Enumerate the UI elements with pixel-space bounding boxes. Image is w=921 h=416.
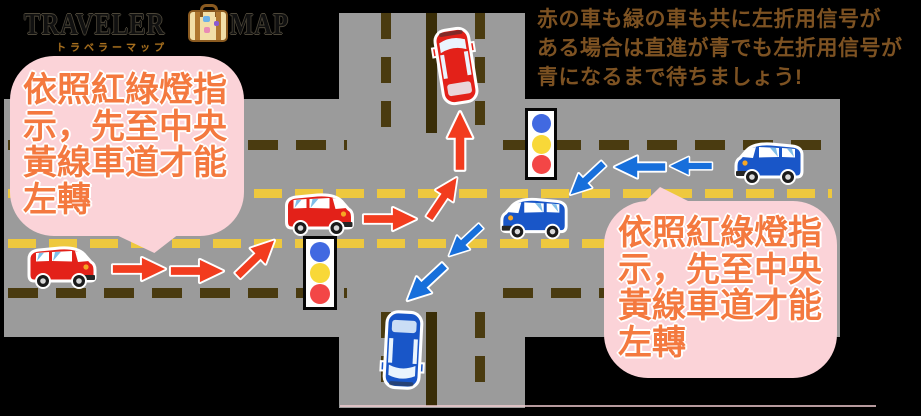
bubble-text-line: 示，先至中央 [618, 250, 822, 289]
bubble-text-line: 黃線車道才能 [618, 287, 822, 325]
bubble-text-line: 依照紅綠燈指 [23, 71, 227, 109]
vcenter-line-top [426, 13, 437, 133]
vcenter-line-bottom [426, 312, 437, 406]
red-van-start [27, 246, 97, 289]
logo-text-right: MAP [230, 6, 290, 41]
red-route-arrow-6-up [444, 109, 476, 173]
bubble-text-line: 左轉 [618, 323, 686, 362]
bubble-text-line: 示，先至中央 [23, 107, 227, 146]
traffic-light-red-lamp [531, 155, 551, 174]
logo-text-left: TRAVELER [24, 6, 166, 41]
vlane-dash-top-left [381, 13, 391, 128]
speech-bubble-left: 依照紅綠燈指 示，先至中央 黃線車道才能 左轉 [10, 56, 244, 236]
red-route-arrow-1 [110, 254, 168, 284]
red-van-turned-north [430, 26, 479, 106]
traffic-light-left [303, 236, 337, 310]
traffic-light-blue-lamp [310, 242, 330, 262]
center-yellow-line-lower [8, 239, 832, 248]
bubble-text-line: 依照紅綠燈指 [618, 214, 822, 252]
traffic-light-right [525, 108, 557, 180]
red-route-arrow-4 [361, 204, 419, 234]
traffic-light-red-lamp [310, 284, 330, 304]
japanese-note-line: ある場合は直進が青でも左折用信号が [537, 37, 903, 60]
blue-van-turned-south [379, 310, 425, 390]
vlane-dash-bottom-right [475, 312, 485, 400]
traffic-light-blue-lamp [531, 114, 551, 133]
logo-subtitle: トラベラーマップ [56, 43, 168, 54]
lane-line-dark-top-right [503, 140, 830, 150]
blue-route-arrow-2 [612, 152, 668, 182]
japanese-note-line: 青になるまで待ちましょう! [537, 66, 803, 89]
japanese-note-line: 赤の車も緑の車も共に左折用信号が [537, 8, 881, 31]
traffic-light-yellow-lamp [531, 134, 551, 154]
blue-van-center [500, 197, 568, 240]
red-route-arrow-2 [168, 256, 226, 286]
bottom-edge-line [340, 405, 876, 407]
blue-van-right [734, 142, 804, 185]
lane-line-dark-bottom-left [8, 288, 347, 298]
center-yellow-line-upper [8, 189, 832, 198]
speech-bubble-right: 依照紅綠燈指 示，先至中央 黃線車道才能 左轉 [604, 201, 837, 378]
blue-route-arrow-1 [668, 152, 714, 180]
traveler-map-logo: TRAVELER MAP [24, 4, 304, 42]
bubble-text-line: 左轉 [23, 180, 91, 219]
bubble-text-line: 黃線車道才能 [23, 144, 227, 182]
vlane-dash-top-right [475, 13, 485, 125]
suitcase-icon [188, 4, 229, 42]
japanese-note: 赤の車も緑の車も共に左折用信号が ある場合は直進が青でも左折用信号が 青になるま… [537, 5, 903, 92]
red-van-center [285, 193, 354, 236]
traffic-light-yellow-lamp [310, 263, 330, 283]
